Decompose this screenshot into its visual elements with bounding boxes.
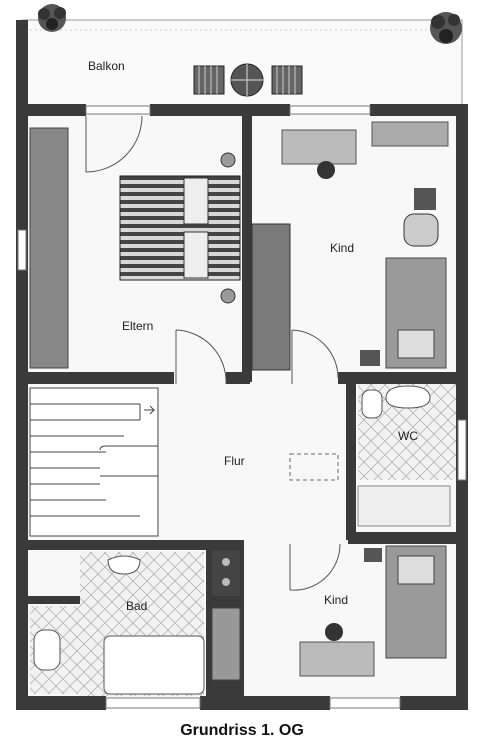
plant-icon	[38, 4, 66, 32]
chair-icon	[271, 65, 303, 95]
room-label-wc: WC	[398, 429, 418, 443]
room-label-balkon: Balkon	[88, 59, 125, 73]
kind-top-room: Kind	[251, 121, 449, 371]
room-label-kind-bottom: Kind	[324, 593, 348, 607]
balkon-area: Balkon	[21, 4, 463, 109]
plant-icon	[430, 12, 462, 44]
room-label-flur: Flur	[224, 454, 245, 468]
door-swings	[85, 115, 341, 591]
room-label-kind-top: Kind	[330, 241, 354, 255]
eltern-room: Eltern	[29, 127, 241, 369]
balcony-table-icon	[230, 63, 264, 97]
plan-caption: Grundriss 1. OG	[180, 722, 304, 739]
wc-room: WC	[357, 384, 456, 527]
flur-area: Flur	[224, 453, 339, 481]
outer-walls	[16, 20, 468, 710]
bad-room: Bad	[30, 550, 241, 696]
chair-icon	[193, 65, 225, 95]
room-label-bad: Bad	[126, 599, 147, 613]
staircase	[29, 387, 159, 537]
room-label-eltern: Eltern	[122, 319, 153, 333]
windows	[17, 105, 467, 709]
kind-bottom-room: Kind	[299, 545, 447, 677]
